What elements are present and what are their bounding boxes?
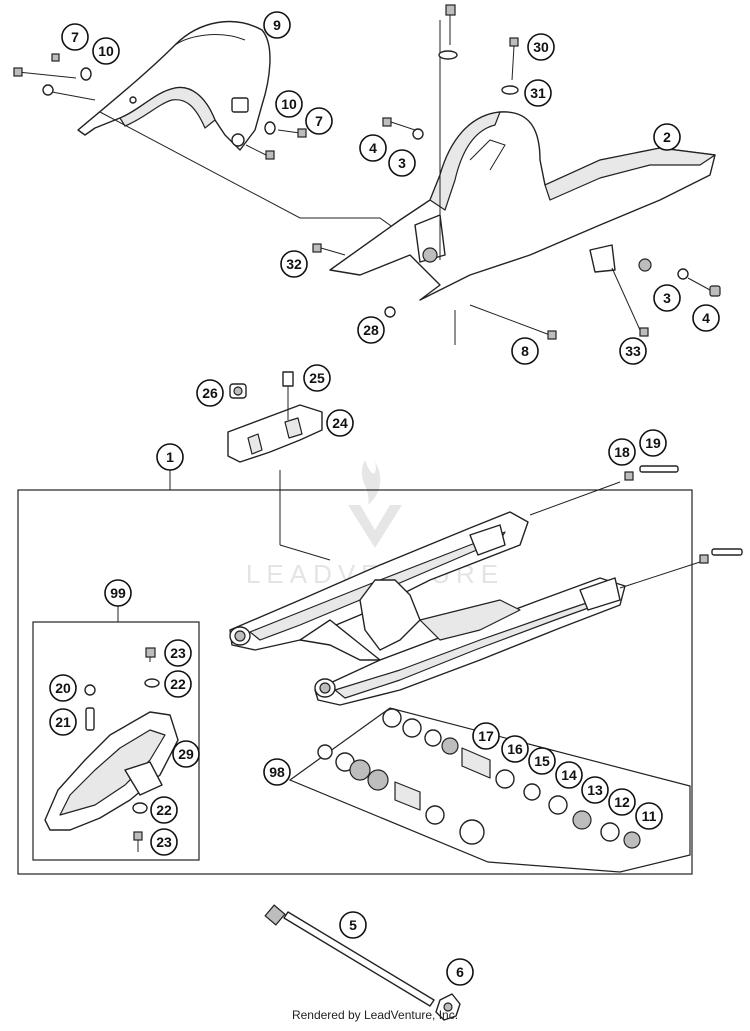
callout-17: 17	[472, 722, 500, 750]
svg-text:32: 32	[286, 256, 302, 272]
svg-text:23: 23	[170, 645, 186, 661]
callout-13: 13	[581, 776, 609, 804]
callout-20: 20	[49, 674, 77, 702]
svg-text:30: 30	[533, 39, 549, 55]
svg-text:3: 3	[663, 290, 671, 306]
callout-23-a: 23	[164, 639, 192, 667]
callout-18: 18	[608, 438, 636, 466]
svg-text:15: 15	[534, 753, 550, 769]
callout-33: 33	[619, 337, 647, 365]
callout-4-a: 4	[359, 134, 387, 162]
svg-text:25: 25	[309, 370, 325, 386]
callout-4-b: 4	[692, 304, 720, 332]
svg-text:17: 17	[478, 728, 494, 744]
chain-adjuster-bolts	[624, 465, 743, 564]
callout-16: 16	[501, 735, 529, 763]
callout-14: 14	[555, 761, 583, 789]
swingarm-part	[229, 481, 701, 706]
svg-text:9: 9	[273, 17, 281, 33]
svg-text:20: 20	[55, 680, 71, 696]
callout-1: 1	[156, 443, 184, 471]
svg-text:26: 26	[202, 385, 218, 401]
callout-32: 32	[280, 250, 308, 278]
svg-text:11: 11	[642, 808, 657, 824]
callout-10-a: 10	[92, 37, 120, 65]
callout-26: 26	[196, 379, 224, 407]
svg-text:5: 5	[349, 917, 357, 933]
svg-text:33: 33	[625, 343, 641, 359]
svg-text:7: 7	[315, 113, 323, 129]
svg-text:98: 98	[269, 764, 285, 780]
svg-text:22: 22	[170, 676, 186, 692]
fender-bolts	[13, 53, 307, 160]
svg-text:8: 8	[521, 343, 529, 359]
svg-text:24: 24	[332, 415, 348, 431]
callout-29: 29	[172, 740, 200, 768]
svg-text:13: 13	[587, 782, 603, 798]
callout-7-a: 7	[61, 23, 89, 51]
callout-19: 19	[639, 429, 667, 457]
svg-text:28: 28	[363, 322, 379, 338]
callout-12: 12	[608, 788, 636, 816]
bearing-kit-frame	[288, 707, 691, 873]
swingarm-assembly-frame	[17, 489, 693, 875]
callout-30: 30	[527, 33, 555, 61]
callout-28: 28	[357, 316, 385, 344]
svg-text:10: 10	[281, 96, 297, 112]
svg-text:21: 21	[55, 714, 71, 730]
callout-8: 8	[511, 337, 539, 365]
callout-11: 11	[635, 802, 663, 830]
callout-99: 99	[104, 579, 132, 607]
svg-text:29: 29	[178, 746, 194, 762]
callout-3-a: 3	[388, 149, 416, 177]
callout-98: 98	[263, 758, 291, 786]
svg-text:7: 7	[71, 29, 79, 45]
callout-3-b: 3	[653, 284, 681, 312]
svg-text:16: 16	[507, 741, 523, 757]
footer-credit: Rendered by LeadVenture, Inc.	[291, 1008, 459, 1022]
chain-guide-assembly-frame	[32, 621, 200, 861]
svg-text:4: 4	[369, 140, 377, 156]
callout-5: 5	[339, 911, 367, 939]
svg-text:22: 22	[156, 802, 172, 818]
callout-22-a: 22	[164, 670, 192, 698]
swingarm-pivot-bolt	[264, 904, 461, 1021]
svg-text:99: 99	[110, 585, 126, 601]
rear-mudguard-part	[329, 20, 716, 301]
callout-25: 25	[303, 364, 331, 392]
rear-fender-part	[77, 20, 271, 151]
svg-text:19: 19	[645, 435, 661, 451]
callout-31: 31	[524, 79, 552, 107]
svg-text:6: 6	[456, 964, 464, 980]
svg-text:2: 2	[663, 129, 671, 145]
svg-text:4: 4	[702, 310, 710, 326]
callout-7-b: 7	[305, 107, 333, 135]
svg-text:12: 12	[614, 794, 630, 810]
chain-guide-part	[44, 647, 179, 852]
svg-text:18: 18	[614, 444, 630, 460]
svg-text:31: 31	[530, 85, 546, 101]
callout-6: 6	[446, 958, 474, 986]
callout-15: 15	[528, 747, 556, 775]
callout-9: 9	[263, 11, 291, 39]
callout-24: 24	[326, 409, 354, 437]
callout-23-b: 23	[150, 828, 178, 856]
svg-text:10: 10	[98, 43, 114, 59]
chain-slider-part	[227, 371, 331, 561]
svg-text:1: 1	[166, 449, 174, 465]
callout-21: 21	[49, 708, 77, 736]
mudguard-fasteners	[312, 4, 721, 345]
callout-2: 2	[653, 123, 681, 151]
callout-10-b: 10	[275, 90, 303, 118]
svg-text:23: 23	[156, 834, 172, 850]
callout-22-b: 22	[150, 796, 178, 824]
svg-text:14: 14	[561, 767, 577, 783]
bearing-kit-parts	[317, 708, 641, 849]
svg-text:3: 3	[398, 155, 406, 171]
